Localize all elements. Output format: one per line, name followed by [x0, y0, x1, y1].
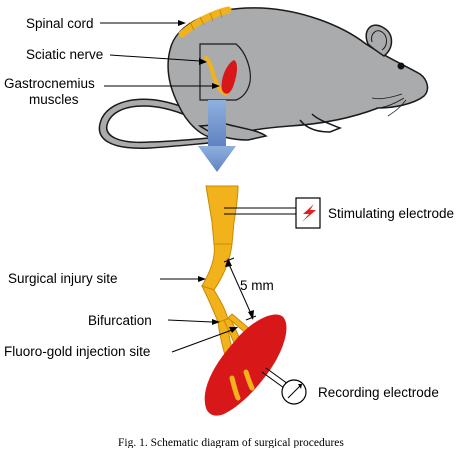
mouse-body	[167, 7, 429, 139]
stimulating-electrode-label: Stimulating electrode	[328, 206, 454, 221]
stimulating-electrode: Stimulating electrode	[224, 197, 454, 229]
fluoro-gold-label: Fluoro-gold injection site	[4, 344, 150, 359]
recording-electrode: Recording electrode	[261, 367, 439, 405]
gastrocnemius-small	[221, 60, 237, 94]
mouse-illustration	[98, 6, 429, 149]
figure-caption: Fig. 1. Schematic diagram of surgical pr…	[118, 437, 344, 448]
injury-site-annotation: Surgical injury site	[8, 271, 206, 286]
bifurcation-label: Bifurcation	[88, 313, 152, 328]
fluoro-gold-annotation: Fluoro-gold injection site	[4, 327, 238, 359]
surgical-injury-site-label: Surgical injury site	[8, 271, 118, 286]
gastrocnemius-label-line1: Gastrocnemius	[4, 76, 95, 91]
recording-electrode-label: Recording electrode	[318, 385, 439, 400]
gastrocnemius-label-line2: muscles	[29, 92, 79, 107]
sciatic-nerve-small	[204, 56, 228, 96]
bifurcation-annotation: Bifurcation	[88, 313, 220, 328]
top-labels: Spinal cord Sciatic nerve Gastrocnemius …	[4, 16, 220, 107]
spinal-cord-segment	[178, 6, 232, 38]
bolt-icon	[302, 204, 316, 222]
mouse-whiskers	[371, 93, 407, 117]
mouse-eye	[397, 62, 405, 70]
mouse-ear	[365, 24, 393, 57]
distance-measurement: 5 mm	[223, 257, 274, 321]
hip-highlight-box	[199, 43, 251, 101]
mouse-front-leg	[299, 113, 343, 133]
enlarged-gastrocnemius	[204, 314, 287, 416]
distance-label: 5 mm	[240, 278, 274, 293]
spinal-cord-label: Spinal cord	[26, 16, 94, 31]
zoom-arrow	[198, 100, 236, 172]
sciatic-nerve-label: Sciatic nerve	[26, 47, 103, 62]
